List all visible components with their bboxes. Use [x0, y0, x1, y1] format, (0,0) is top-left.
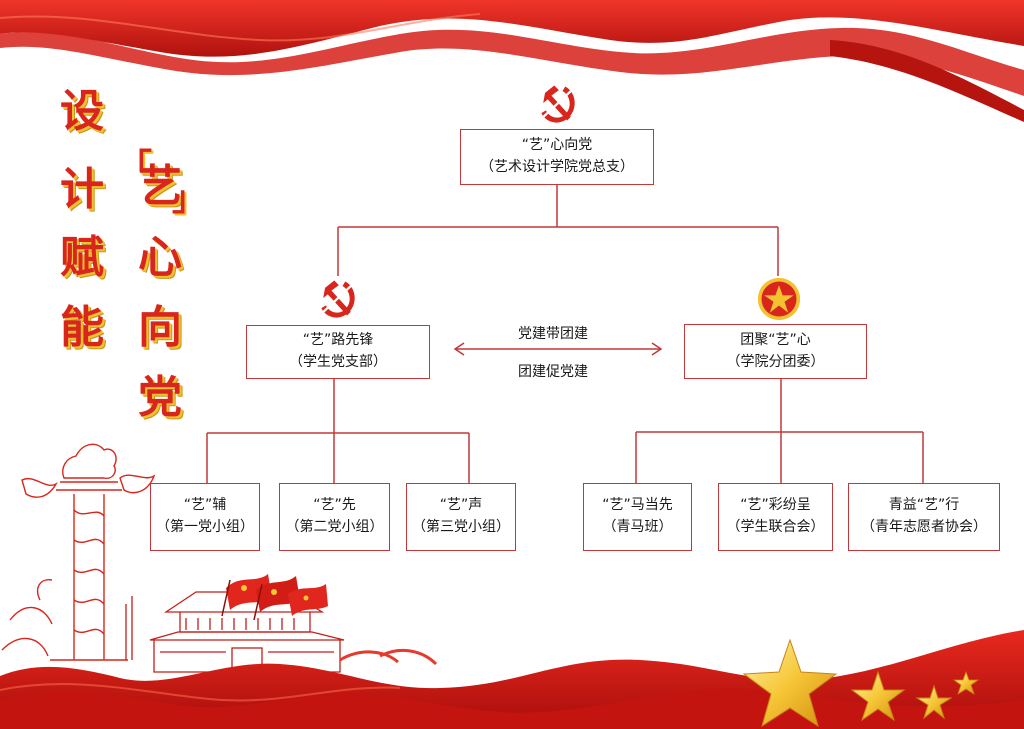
- relation-label-top: 党建带团建: [518, 326, 588, 342]
- title-char: 能: [60, 302, 104, 353]
- youth-league-emblem-icon: [757, 277, 801, 321]
- org-node-right-child: “艺”彩纷呈 （学生联合会）: [718, 483, 833, 551]
- huabiao-column-decoration: [1, 443, 156, 661]
- title-char: 赋: [60, 232, 104, 283]
- org-node-root: “艺”心向党 （艺术设计学院党总支）: [460, 129, 654, 185]
- node-subtitle: （第一党小组）: [156, 519, 254, 535]
- party-emblem-icon: [538, 85, 575, 123]
- node-subtitle: （学生党支部）: [289, 354, 387, 370]
- org-node-right-child: “艺”马当先 （青马班）: [583, 483, 692, 551]
- title-bracket-close: 」: [172, 179, 206, 219]
- org-node-left-child: “艺”辅 （第一党小组）: [150, 483, 260, 551]
- title-char: 心: [138, 232, 182, 283]
- title-char: 设: [60, 86, 104, 137]
- org-node-right-child: 青益“艺”行 （青年志愿者协会）: [848, 483, 1000, 551]
- node-name: 团聚“艺”心: [740, 331, 811, 348]
- root-connector: [337, 185, 779, 276]
- node-name: 青益“艺”行: [888, 497, 960, 514]
- node-subtitle: （青马班）: [602, 519, 673, 535]
- node-name: “艺”辅: [183, 497, 227, 514]
- left-branch-connector: [206, 379, 470, 483]
- title-char: 党: [138, 372, 182, 423]
- top-ribbon-decoration: [0, 0, 1024, 122]
- relation-label-bottom: 团建促党建: [518, 364, 588, 380]
- node-name: “艺”心向党: [521, 137, 593, 154]
- node-subtitle: （第二党小组）: [285, 519, 384, 535]
- node-name: “艺”先: [313, 497, 356, 514]
- party-emblem-icon: [318, 280, 355, 318]
- node-subtitle: （第三党小组）: [412, 519, 510, 535]
- relation-arrow: [453, 342, 663, 356]
- gold-stars-decoration: [742, 638, 980, 728]
- org-node-left-child: “艺”声 （第三党小组）: [406, 483, 516, 551]
- red-flags-decoration: [221, 574, 328, 621]
- node-subtitle: （艺术设计学院党总支）: [480, 159, 634, 175]
- title-char: 艺: [138, 161, 182, 212]
- node-name: “艺”彩纷呈: [740, 497, 811, 514]
- org-node-left-child: “艺”先 （第二党小组）: [279, 483, 390, 551]
- title-bracket-open: 「: [118, 147, 152, 187]
- node-name: “艺”声: [439, 497, 483, 514]
- node-subtitle: （学院分团委）: [726, 353, 825, 370]
- node-subtitle: （青年志愿者协会）: [861, 519, 987, 535]
- org-node-left-branch: “艺”路先锋 （学生党支部）: [246, 325, 430, 379]
- org-node-right-branch: 团聚“艺”心 （学院分团委）: [684, 324, 867, 379]
- title-char: 向: [138, 302, 182, 353]
- node-subtitle: （学生联合会）: [726, 519, 825, 535]
- right-branch-connector: [635, 379, 924, 483]
- node-name: “艺”马当先: [602, 497, 673, 514]
- title-char: 计: [60, 164, 104, 215]
- node-name: “艺”路先锋: [302, 332, 374, 349]
